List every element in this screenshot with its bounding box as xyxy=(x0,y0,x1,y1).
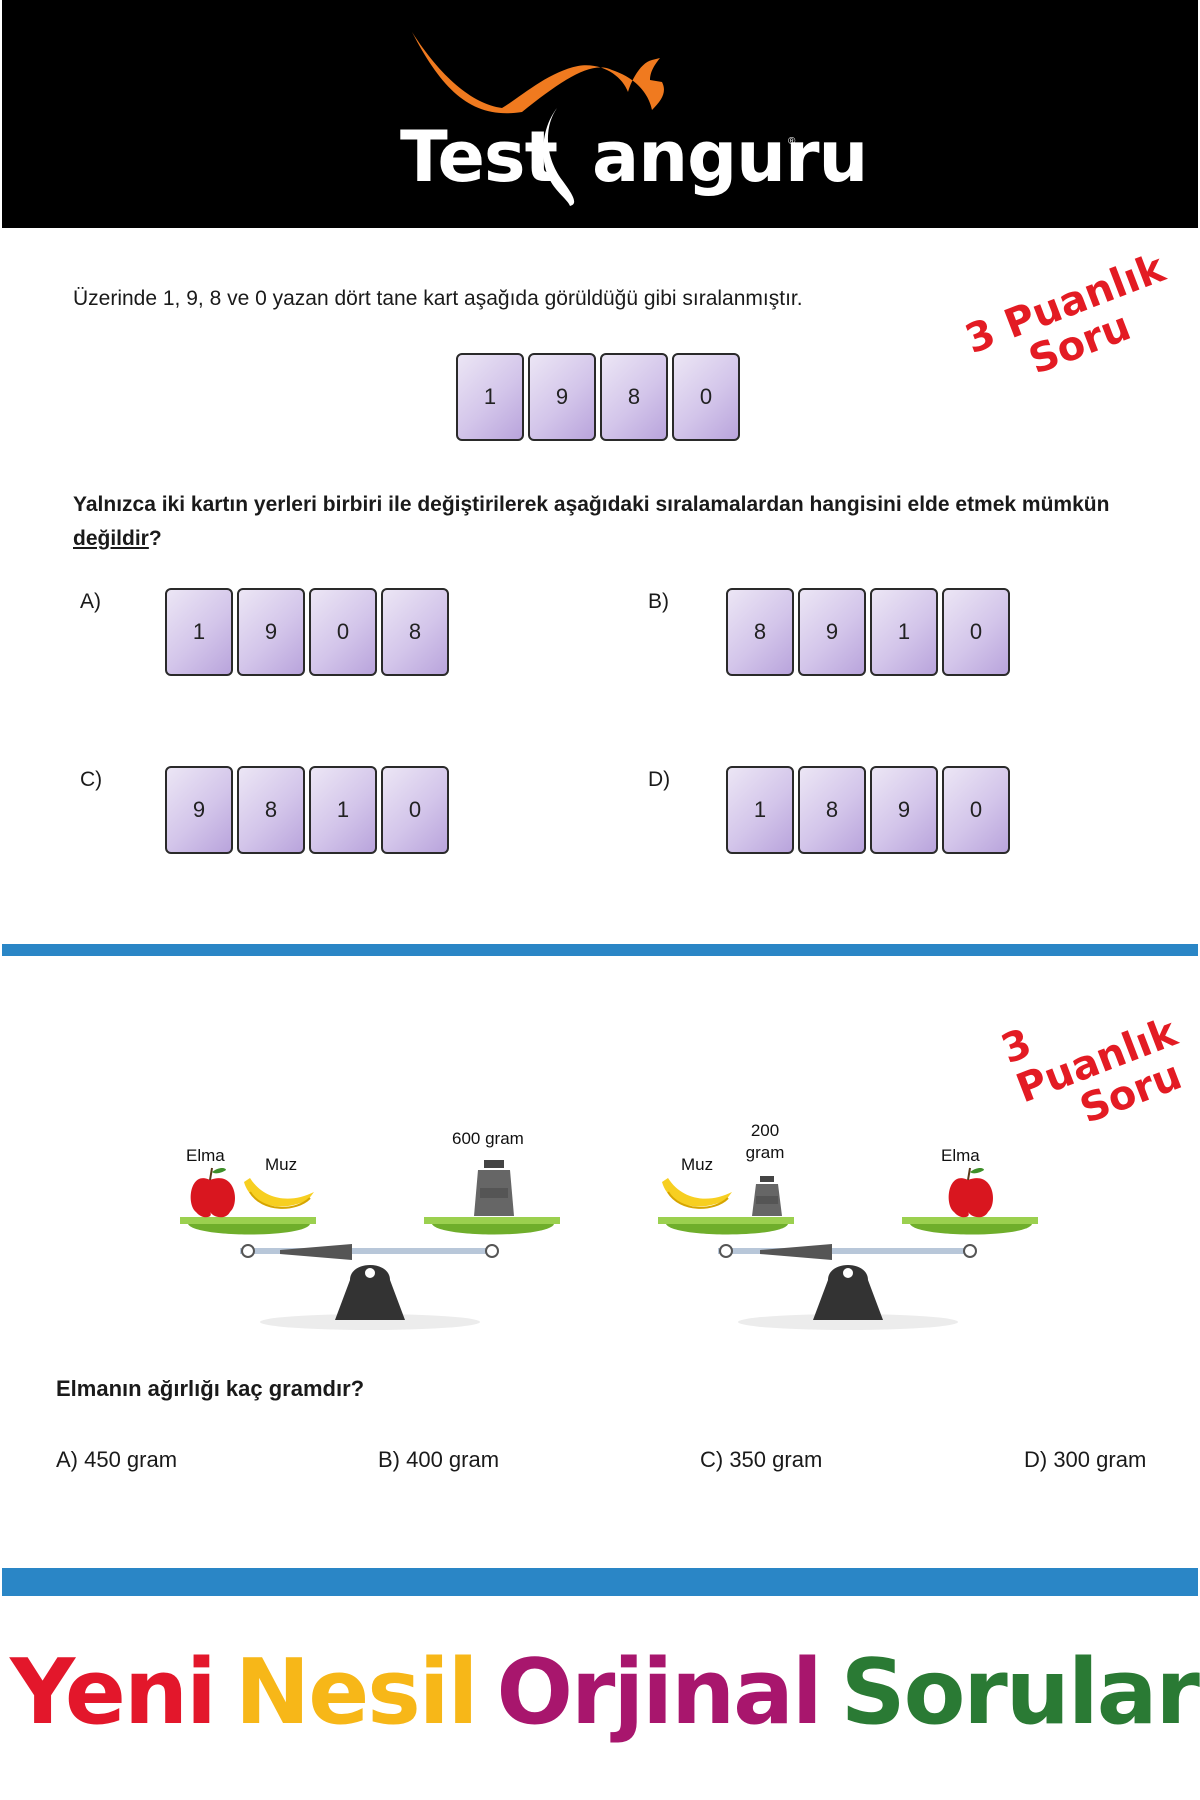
answer-option-b[interactable]: B) 400 gram xyxy=(378,1447,500,1472)
kangaroo-logo-icon xyxy=(412,32,664,206)
answer-option-d[interactable]: D) 300 gram xyxy=(1024,1447,1147,1472)
number-card: 8 xyxy=(798,766,866,854)
number-card: 0 xyxy=(672,353,740,441)
number-card: 1 xyxy=(165,588,233,676)
weight-label-unit: gram xyxy=(745,1143,785,1162)
banana-label: Muz xyxy=(265,1155,298,1174)
banana-icon xyxy=(244,1178,314,1209)
slogan-word: Yeni xyxy=(10,1640,217,1745)
option-c-cards[interactable]: 9 8 1 0 xyxy=(165,766,453,854)
option-a-label[interactable]: A) xyxy=(80,590,101,613)
number-card-row: 1 9 8 0 xyxy=(456,353,744,441)
option-d-label[interactable]: D) xyxy=(648,768,671,791)
number-card: 8 xyxy=(726,588,794,676)
number-card: 8 xyxy=(381,588,449,676)
logo-wordmark-right: anguru xyxy=(592,116,868,198)
weight-icon xyxy=(752,1176,782,1216)
answer-option-a[interactable]: A) 450 gram xyxy=(56,1447,178,1472)
number-card: 8 xyxy=(237,766,305,854)
option-a-cards[interactable]: 1 9 0 8 xyxy=(165,588,453,676)
number-card: 0 xyxy=(309,588,377,676)
balance-scales-illustration xyxy=(180,1160,1038,1330)
number-card: 0 xyxy=(942,766,1010,854)
banana-icon xyxy=(662,1178,732,1209)
slogan-word: Orjinal xyxy=(496,1640,823,1745)
question2-prompt: Elmanın ağırlığı kaç gramdır? xyxy=(56,1376,365,1401)
slogan-word: Sorular xyxy=(840,1640,1200,1745)
slogan-word: Nesil xyxy=(234,1640,479,1745)
apple-label: Elma xyxy=(186,1146,225,1165)
apple-icon xyxy=(948,1167,994,1218)
question1-intro: Üzerinde 1, 9, 8 ve 0 yazan dört tane ka… xyxy=(73,287,803,310)
points-badge: 3 Puanlık Soru xyxy=(959,245,1185,400)
scale-pan-left xyxy=(180,1217,316,1224)
question1-prompt: Yalnızca iki kartın yerleri birbiri ile … xyxy=(73,488,1143,556)
number-card: 9 xyxy=(798,588,866,676)
scale-pan-left xyxy=(658,1217,794,1224)
balance-scale-2 xyxy=(658,1167,1038,1330)
number-card: 9 xyxy=(165,766,233,854)
number-card: 1 xyxy=(456,353,524,441)
question1-prompt-end: ? xyxy=(148,527,162,550)
question1-prompt-text: Yalnızca iki kartın yerleri birbiri ile … xyxy=(73,493,1110,516)
option-b-label[interactable]: B) xyxy=(648,590,669,613)
option-d-cards[interactable]: 1 8 9 0 xyxy=(726,766,1014,854)
scale-pan-right xyxy=(424,1217,560,1224)
number-card: 0 xyxy=(381,766,449,854)
option-b-cards[interactable]: 8 9 1 0 xyxy=(726,588,1014,676)
balance-scale-1 xyxy=(180,1160,560,1330)
section-divider xyxy=(2,944,1198,956)
weight-label: 600 gram xyxy=(452,1129,524,1148)
number-card: 9 xyxy=(528,353,596,441)
number-card: 0 xyxy=(942,588,1010,676)
option-c-label[interactable]: C) xyxy=(80,768,103,791)
answer-option-c[interactable]: C) 350 gram xyxy=(700,1447,823,1472)
question1-negation: değildir xyxy=(73,527,149,550)
apple-icon xyxy=(190,1167,236,1218)
number-card: 9 xyxy=(237,588,305,676)
weight-label-value: 200 xyxy=(750,1121,780,1140)
scale-pan-right xyxy=(902,1217,1038,1224)
number-card: 8 xyxy=(600,353,668,441)
weight-icon xyxy=(474,1160,514,1216)
banana-label: Muz xyxy=(681,1155,714,1174)
header-banner: Test anguru ® xyxy=(2,0,1198,228)
section-divider xyxy=(2,1568,1198,1596)
number-card: 9 xyxy=(870,766,938,854)
number-card: 1 xyxy=(870,588,938,676)
weight-label: 200 gram xyxy=(740,1120,790,1164)
logo-wordmark-left: Test xyxy=(400,116,558,198)
number-card: 1 xyxy=(309,766,377,854)
apple-label: Elma xyxy=(941,1146,980,1165)
registered-mark: ® xyxy=(788,136,796,147)
number-card: 1 xyxy=(726,766,794,854)
